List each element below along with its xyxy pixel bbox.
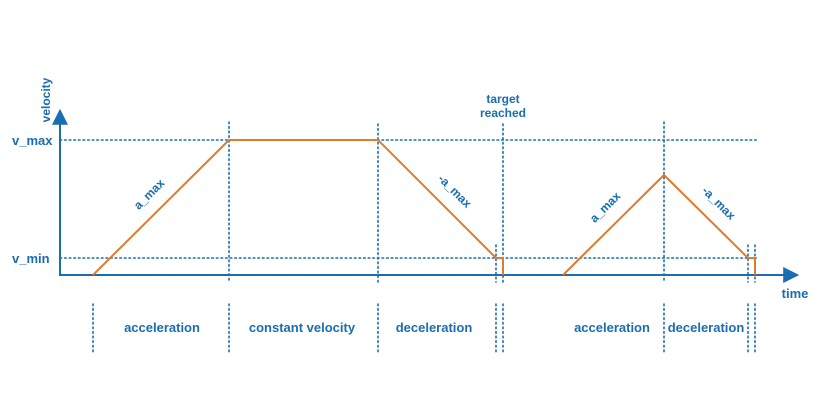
y-axis-label: velocity (39, 77, 53, 122)
target-label-line2: reached (480, 106, 526, 120)
phase-label-acceleration-2: acceleration (574, 320, 650, 335)
v-min-label: v_min (12, 251, 50, 266)
phase-label-deceleration-2: deceleration (668, 320, 745, 335)
slope-label-decel-1: -a_max (435, 172, 474, 211)
phase-label-constant-velocity: constant velocity (249, 320, 356, 335)
profile-move-1 (92, 139, 504, 276)
v-max-label: v_max (12, 133, 53, 148)
profile-move-2 (562, 174, 756, 276)
phase-label-acceleration-1: acceleration (124, 320, 200, 335)
target-label-line1: target (486, 92, 519, 106)
x-axis-label: time (782, 286, 809, 301)
phase-label-deceleration-1: deceleration (396, 320, 473, 335)
